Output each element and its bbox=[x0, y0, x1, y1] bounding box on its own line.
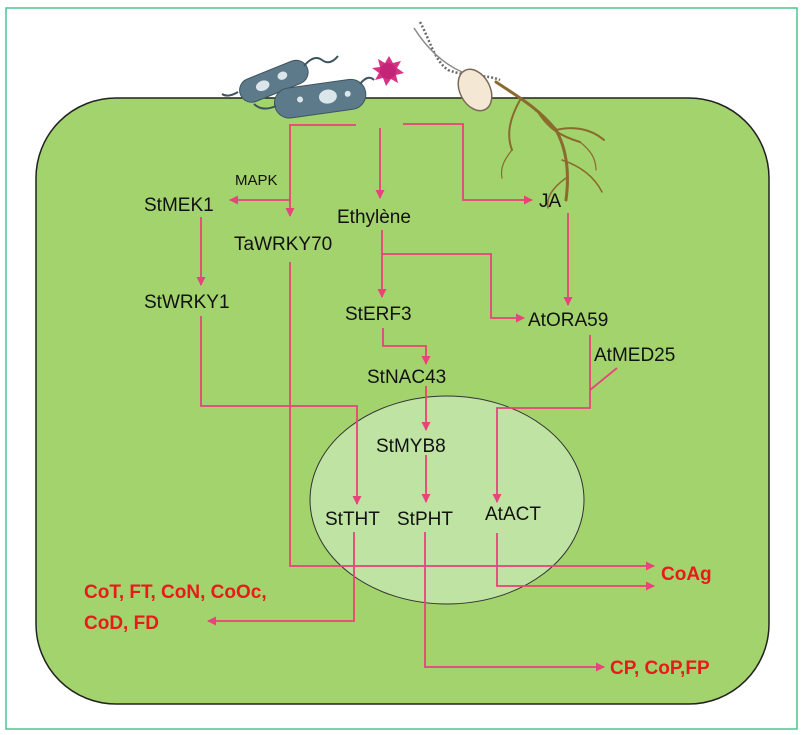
bacteria-icon bbox=[221, 55, 375, 119]
label-sterf3: StERF3 bbox=[345, 304, 412, 325]
label-mapk: MAPK bbox=[235, 172, 278, 189]
label-stwrky1: StWRKY1 bbox=[144, 292, 230, 313]
label-atact: AtACT bbox=[485, 504, 541, 525]
label-atmed25: AtMED25 bbox=[594, 345, 675, 366]
root-icon bbox=[494, 80, 605, 209]
label-ethylene: Ethylène bbox=[337, 207, 411, 228]
label-stmek1: StMEK1 bbox=[144, 195, 214, 216]
edge-atact-to-coag bbox=[496, 533, 655, 591]
label-tawrky70: TaWRKY70 bbox=[234, 234, 332, 255]
edge-tawrky70-to-coag bbox=[289, 262, 655, 571]
label-atora59: AtORA59 bbox=[528, 310, 608, 331]
edge-stpht-to-bottom-output bbox=[424, 532, 605, 672]
label-stmyb8: StMYB8 bbox=[376, 436, 446, 457]
label-ja: JA bbox=[539, 191, 562, 212]
virus-icon bbox=[372, 56, 404, 86]
cell bbox=[35, 97, 770, 705]
edge-pathogen-to-ja bbox=[403, 123, 533, 205]
label-stpht: StPHT bbox=[397, 509, 453, 530]
output-coag: CoAg bbox=[661, 564, 712, 585]
label-sttht: StTHT bbox=[325, 509, 380, 530]
output-left-line2: CoD, FD bbox=[84, 613, 159, 634]
edge-atmed25-marker bbox=[589, 367, 618, 391]
edge-pathogen-to-mapk bbox=[285, 124, 356, 217]
edge-sterf3-to-stnac43 bbox=[382, 328, 431, 365]
edge-ethylene-to-atora59 bbox=[382, 253, 525, 323]
nucleus bbox=[309, 395, 585, 605]
output-left-line1: CoT, FT, CoN, CoOc, bbox=[84, 582, 267, 603]
label-stnac43: StNAC43 bbox=[367, 367, 446, 388]
nematode-icon bbox=[413, 21, 501, 112]
edge-stwrky1-to-sttht bbox=[200, 316, 362, 505]
output-bottom-right: CP, CoP,FP bbox=[610, 658, 710, 679]
edge-atora59-to-atact bbox=[492, 335, 591, 503]
edge-sttht-to-left-output bbox=[207, 532, 355, 626]
